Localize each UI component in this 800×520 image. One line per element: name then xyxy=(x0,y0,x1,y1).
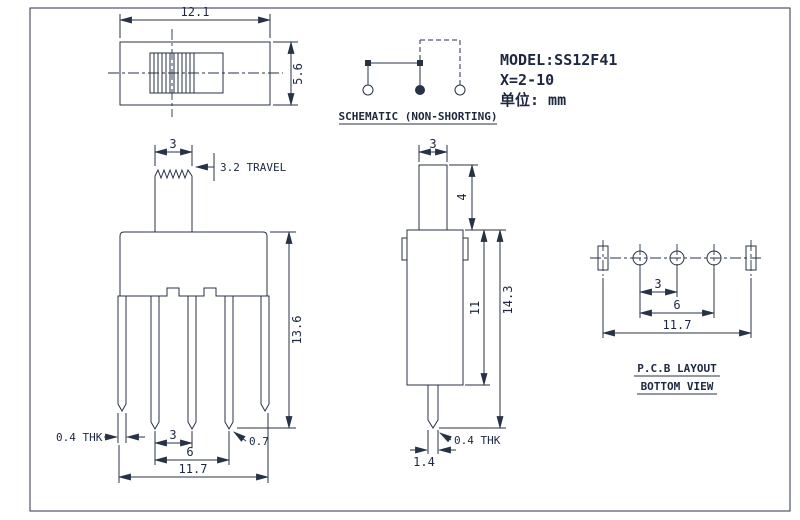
schematic: SCHEMATIC (NON-SHORTING) xyxy=(339,39,498,125)
dim-pcb-span-label: 6 xyxy=(673,298,680,312)
dim-total-width-label: 11.7 xyxy=(179,462,208,476)
dim-tab-thk-label: 0.4 THK xyxy=(56,431,103,444)
dim-actuator-width-label: 3 xyxy=(169,137,176,151)
front-view: 3 3.2 TRAVEL 13.6 0.4 THK 3 0 xyxy=(56,137,304,483)
dim-pcb-span: 6 xyxy=(638,268,716,318)
switch-body-front xyxy=(119,231,268,297)
dim-top-height-label: 5.6 xyxy=(291,63,305,85)
pin-side xyxy=(427,384,439,429)
dim-pcb-width-label: 11.7 xyxy=(663,318,692,332)
dim-front-height: 13.6 xyxy=(237,230,304,430)
pin-3 xyxy=(224,295,234,431)
dim-body-height: 11 xyxy=(465,228,490,387)
pcb-layout: 3 6 11.7 P.C.B LAYOUT BOTTOM VIEW xyxy=(590,240,764,395)
dim-side-pin-thk: 0.4 THK xyxy=(439,432,501,447)
knob-hatching xyxy=(153,53,191,93)
model-text: MODEL:SS12F41 xyxy=(500,51,617,69)
terminal-1-icon xyxy=(362,84,374,96)
dim-pcb-pitch: 3 xyxy=(638,268,679,318)
dim-side-total-height-label: 14.3 xyxy=(501,286,515,315)
dim-tab-thk: 0.4 THK xyxy=(56,413,145,444)
side-view: 3 4 11 14.3 1.4 0.4 THK xyxy=(401,137,515,469)
dim-top-width-label: 12.1 xyxy=(181,5,210,19)
pin-2 xyxy=(187,295,197,431)
side-bump-right xyxy=(462,237,469,261)
switch-body-side xyxy=(406,229,464,386)
dim-actuator-width: 3 xyxy=(153,137,194,166)
left-mount-tab xyxy=(117,295,127,413)
unit-text: 单位: mm xyxy=(500,91,566,109)
drawing-border xyxy=(29,7,791,512)
dim-actuator-height: 4 xyxy=(449,163,506,232)
contact-dot-center xyxy=(417,60,423,66)
right-mount-tab xyxy=(260,295,270,413)
pcb-subtitle: BOTTOM VIEW xyxy=(641,380,714,393)
dim-side-pin-thk-label: 0.4 THK xyxy=(454,434,501,447)
dim-body-height-label: 11 xyxy=(468,301,482,315)
pin-1 xyxy=(150,295,160,431)
dim-top-width: 12.1 xyxy=(118,5,272,38)
dim-side-actuator-width-label: 3 xyxy=(429,137,436,151)
dim-top-height: 5.6 xyxy=(273,40,305,107)
actuator-side xyxy=(418,164,448,231)
dim-travel-label: 3.2 TRAVEL xyxy=(220,161,287,174)
top-view: 12.1 5.6 xyxy=(108,5,305,117)
dim-total-width: 11.7 xyxy=(117,413,270,483)
terminal-common-icon xyxy=(415,85,425,95)
terminal-2-icon xyxy=(454,84,466,96)
dim-pin-width-label: 0.7 xyxy=(249,435,269,448)
schematic-label: SCHEMATIC (NON-SHORTING) xyxy=(339,110,498,123)
side-bump-left xyxy=(401,237,408,261)
dim-pcb-width: 11.7 xyxy=(601,278,753,338)
dim-pin-span: 6 xyxy=(153,431,231,465)
pcb-title: P.C.B LAYOUT xyxy=(637,362,717,375)
dim-pin-pitch-label: 3 xyxy=(169,428,176,442)
dim-travel: 3.2 TRAVEL xyxy=(194,153,287,181)
dim-side-pin-width: 1.4 xyxy=(410,430,456,469)
dim-side-total-height: 14.3 xyxy=(439,228,515,430)
range-text: X=2-10 xyxy=(500,71,554,89)
dim-front-height-label: 13.6 xyxy=(290,316,304,345)
dim-pin-width: 0.7 xyxy=(233,431,269,448)
contact-dot-left xyxy=(365,60,371,66)
dim-pcb-pitch-label: 3 xyxy=(654,277,661,291)
dim-actuator-height-label: 4 xyxy=(455,193,469,200)
actuator-break-line xyxy=(154,168,193,180)
dim-side-pin-width-label: 1.4 xyxy=(413,455,435,469)
dim-side-actuator-width: 3 xyxy=(417,137,449,162)
switch-body-top xyxy=(119,41,271,106)
title-block: MODEL:SS12F41 X=2-10 单位: mm xyxy=(500,51,617,109)
dim-pin-span-label: 6 xyxy=(186,445,193,459)
